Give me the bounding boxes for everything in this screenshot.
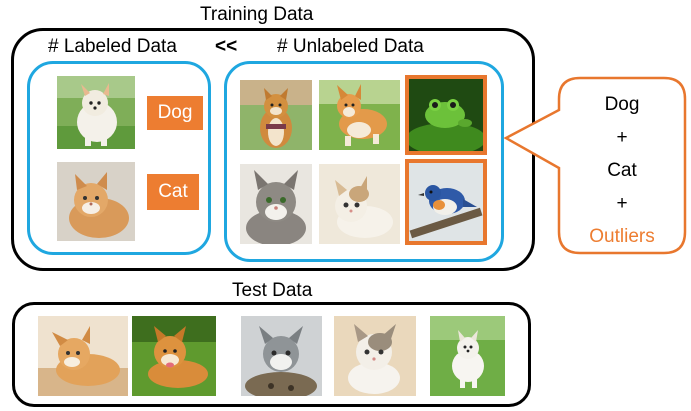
callout-text-block: Dog + Cat + Outliers (572, 88, 672, 253)
much-less-than-symbol: << (215, 36, 238, 57)
test-data-box (12, 302, 531, 407)
callout-line-outliers: Outliers (589, 226, 655, 247)
unlabeled-outlier-bird-photo (405, 159, 487, 245)
labeled-dog-photo (57, 76, 135, 149)
unlabeled-dog-photo-1 (240, 80, 312, 150)
unlabeled-data-group (224, 61, 504, 262)
training-data-title: Training Data (200, 4, 314, 25)
labeled-data-header: # Labeled Data (48, 36, 177, 57)
callout-line-plus-2: + (616, 193, 628, 214)
dog-label-tag: Dog (147, 96, 203, 130)
cat-label-tag: Cat (147, 174, 199, 210)
test-cat-photo-2 (241, 316, 322, 396)
unlabeled-data-header: # Unlabeled Data (277, 36, 424, 57)
callout-line-dog: Dog (604, 94, 640, 115)
test-data-title: Test Data (232, 280, 313, 301)
labeled-data-group (27, 61, 211, 255)
test-dog-photo-1 (132, 316, 216, 396)
callout-line-cat: Cat (607, 160, 637, 181)
unlabeled-cat-photo-2 (319, 164, 400, 244)
unlabeled-dog-photo-2 (319, 80, 400, 150)
labeled-cat-photo (57, 162, 135, 241)
test-cat-photo-3 (334, 316, 416, 396)
unlabeled-cat-photo-1 (240, 164, 312, 244)
unlabeled-outlier-frog-photo (405, 75, 487, 155)
test-cat-photo-1 (38, 316, 128, 396)
callout-line-plus-1: + (616, 127, 628, 148)
test-dog-photo-2 (430, 316, 505, 396)
